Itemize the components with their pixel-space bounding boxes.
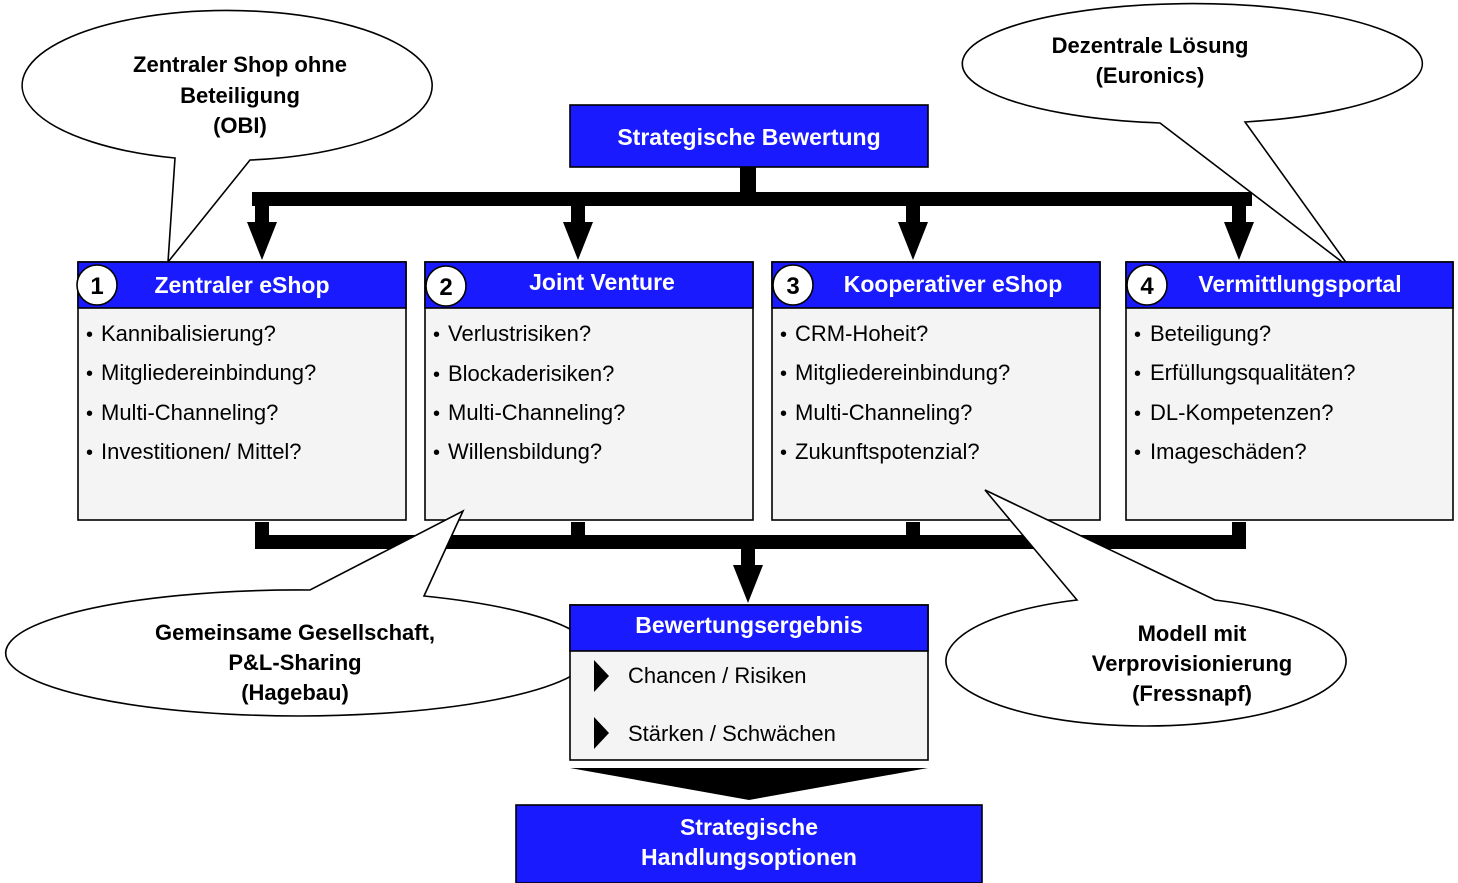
option-item: DL-Kompetenzen?	[1150, 400, 1333, 425]
option-number: 4	[1140, 273, 1154, 300]
option-bullet: •	[433, 403, 440, 425]
option-bullet: •	[1134, 363, 1141, 385]
option-bullet: •	[1134, 442, 1141, 464]
result-item: Chancen / Risiken	[628, 663, 807, 688]
option-bullet: •	[86, 363, 93, 385]
callout-fressnapf-line-2: Verprovisionierung	[1092, 651, 1293, 676]
option-number: 3	[786, 273, 799, 300]
callout-fressnapf: Modell mit Verprovisionierung (Fressnapf…	[945, 489, 1347, 727]
option-bullet: •	[433, 442, 440, 464]
callout-obi-line-3: (OBI)	[213, 113, 267, 138]
funnel-arrow	[570, 768, 928, 800]
result-item: Stärken / Schwächen	[628, 721, 836, 746]
option-bullet: •	[1134, 403, 1141, 425]
bottom-connector	[255, 522, 1246, 603]
option-item: Multi-Channeling?	[101, 400, 278, 425]
callout-euronics: Dezentrale Lösung (Euronics)	[961, 2, 1424, 269]
callout-obi: Zentraler Shop ohne Beteiligung (OBI)	[21, 9, 433, 265]
result-box: Bewertungsergebnis Chancen / Risiken Stä…	[569, 604, 929, 761]
option-bullet: •	[780, 442, 787, 464]
option-bullet: •	[780, 324, 787, 346]
option-item: Kannibalisierung?	[101, 321, 276, 346]
callout-euronics-line-2: (Euronics)	[1096, 63, 1205, 88]
option-bullet: •	[780, 403, 787, 425]
option-item: Mitgliedereinbindung?	[101, 360, 316, 385]
option-bullet: •	[433, 364, 440, 386]
option-title: Zentraler eShop	[154, 272, 329, 298]
result-box-title: Bewertungsergebnis	[635, 612, 863, 638]
callout-fressnapf-bubble	[945, 489, 1347, 727]
option-title: Joint Venture	[529, 269, 675, 295]
callout-hagebau-line-2: P&L-Sharing	[228, 650, 361, 675]
option-box-2: 2 Joint Venture • Verlustrisiken? • Bloc…	[424, 261, 754, 521]
top-connector	[247, 166, 1254, 260]
option-bullet: •	[86, 324, 93, 346]
strategic-evaluation-label: Strategische Bewertung	[617, 124, 880, 150]
option-item: Blockaderisiken?	[448, 361, 614, 386]
option-bullet: •	[86, 442, 93, 464]
option-bullet: •	[433, 324, 440, 346]
triangle-bullet-icon	[594, 717, 609, 749]
option-item: Verlustrisiken?	[448, 321, 591, 346]
option-item: Investitionen/ Mittel?	[101, 439, 302, 464]
option-item: Zukunftspotenzial?	[795, 439, 980, 464]
callout-euronics-bubble	[961, 2, 1424, 269]
callout-euronics-line-1: Dezentrale Lösung	[1052, 33, 1249, 58]
option-bullet: •	[780, 363, 787, 385]
option-item: Multi-Channeling?	[448, 400, 625, 425]
option-number: 1	[90, 273, 103, 300]
strategic-options-box: Strategische Handlungsoptionen	[515, 804, 983, 883]
option-number-badge	[1126, 264, 1168, 306]
option-number-badge	[772, 264, 814, 306]
strategic-options-line-2: Handlungsoptionen	[641, 844, 857, 870]
callout-obi-line-2: Beteiligung	[180, 83, 300, 108]
callout-obi-line-1: Zentraler Shop ohne	[133, 52, 347, 77]
option-title: Kooperativer eShop	[844, 271, 1063, 297]
callout-hagebau-line-3: (Hagebau)	[241, 680, 349, 705]
strategic-options-line-1: Strategische	[680, 814, 818, 840]
option-item: CRM-Hoheit?	[795, 321, 928, 346]
strategic-evaluation-box: Strategische Bewertung	[569, 104, 929, 168]
option-box-3: 3 Kooperativer eShop • CRM-Hoheit? • Mit…	[771, 261, 1101, 521]
option-item: Beteiligung?	[1150, 321, 1271, 346]
option-title: Vermittlungsportal	[1198, 271, 1401, 297]
option-number-badge	[425, 265, 467, 307]
option-number-badge	[76, 264, 118, 306]
option-item: Mitgliedereinbindung?	[795, 360, 1010, 385]
option-box-1: 1 Zentraler eShop • Kannibalisierung? • …	[76, 261, 407, 521]
option-item: Multi-Channeling?	[795, 400, 972, 425]
callout-hagebau: Gemeinsame Gesellschaft, P&L-Sharing (Ha…	[4, 509, 593, 717]
callout-obi-bubble	[21, 9, 433, 265]
option-number: 2	[439, 274, 452, 301]
triangle-bullet-icon	[594, 660, 609, 692]
callout-fressnapf-line-3: (Fressnapf)	[1132, 681, 1252, 706]
option-item: Erfüllungsqualitäten?	[1150, 360, 1355, 385]
option-item: Imageschäden?	[1150, 439, 1307, 464]
option-item: Willensbildung?	[448, 439, 602, 464]
option-bullet: •	[1134, 324, 1141, 346]
option-bullet: •	[86, 403, 93, 425]
option-box-4: 4 Vermittlungsportal • Beteiligung? • Er…	[1125, 261, 1454, 521]
callout-hagebau-line-1: Gemeinsame Gesellschaft,	[155, 620, 435, 645]
callout-fressnapf-line-1: Modell mit	[1138, 621, 1247, 646]
